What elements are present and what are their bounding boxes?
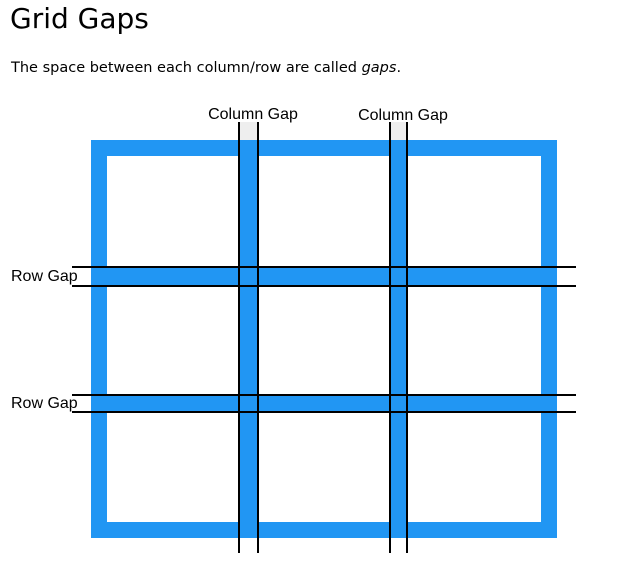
- page-title: Grid Gaps: [10, 2, 149, 35]
- column-gap-label-2: Column Gap: [358, 107, 448, 124]
- intro-text: The space between each column/row are ca…: [11, 58, 401, 78]
- column-gap-highlight-2: [390, 122, 407, 142]
- grid-outer-border: [91, 140, 557, 538]
- row-gap-band-2: [91, 395, 557, 412]
- intro-text-start: The space between each column/row are ca…: [11, 60, 362, 76]
- column-gap-label-1: Column Gap: [208, 106, 298, 123]
- column-gap-band-1: [239, 140, 258, 538]
- row-gap-label-2: Row Gap: [11, 395, 78, 412]
- row-gap-label-1: Row Gap: [11, 268, 78, 285]
- column-gap-band-2: [390, 140, 407, 538]
- column-gap-highlight-1: [239, 122, 258, 142]
- intro-text-emphasis: gaps: [361, 60, 397, 76]
- row-gap-band-1: [91, 267, 557, 286]
- intro-text-end: .: [396, 60, 402, 76]
